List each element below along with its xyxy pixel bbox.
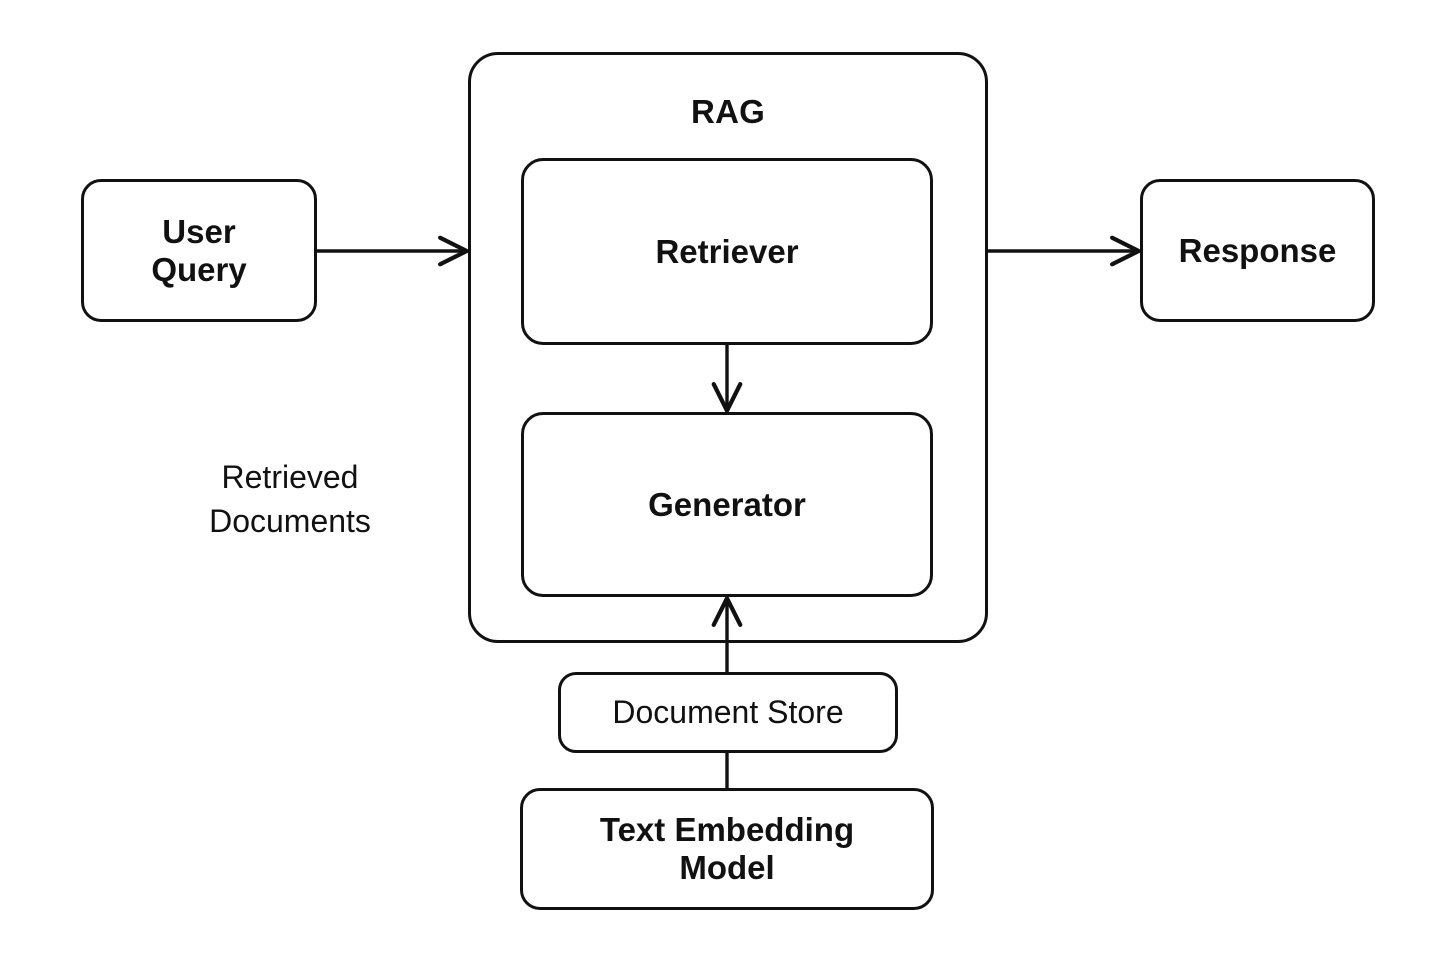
node-user-query-label: User Query xyxy=(151,212,247,288)
node-text-embedding-model-label: Text Embedding Model xyxy=(599,811,855,886)
node-retriever[interactable]: Retriever xyxy=(521,158,933,345)
group-rag-title: RAG xyxy=(691,93,765,130)
node-text-embedding-model[interactable]: Text Embedding Model xyxy=(520,788,934,910)
node-response-label: Response xyxy=(1178,231,1337,269)
node-generator[interactable]: Generator xyxy=(521,412,933,597)
node-document-store-label: Document Store xyxy=(612,694,844,731)
node-retriever-label: Retriever xyxy=(655,232,799,270)
node-generator-label: Generator xyxy=(648,485,806,523)
group-rag[interactable]: RAG xyxy=(468,52,988,643)
node-document-store[interactable]: Document Store xyxy=(558,672,898,753)
label-retrieved-documents: Retrieved Documents xyxy=(209,459,371,540)
node-response[interactable]: Response xyxy=(1140,179,1375,322)
node-user-query[interactable]: User Query xyxy=(81,179,317,322)
